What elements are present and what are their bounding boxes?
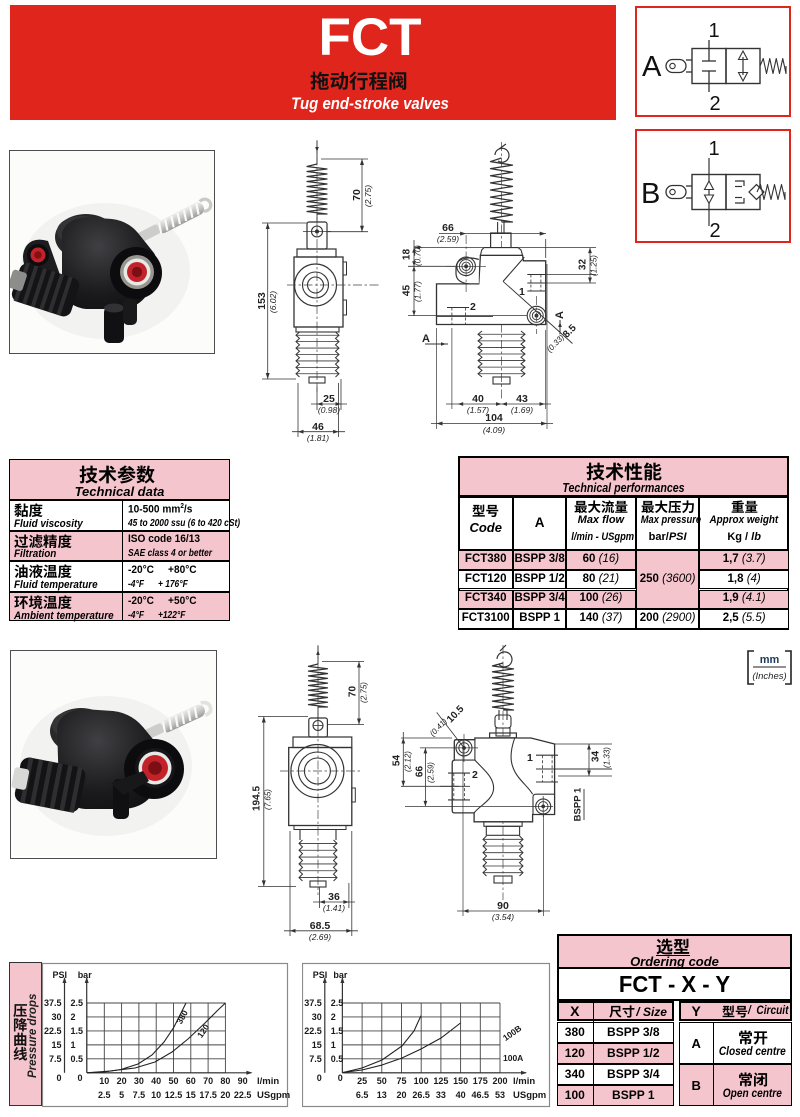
svg-text:B: B xyxy=(641,178,660,210)
svg-text:1: 1 xyxy=(708,20,719,42)
svg-text:1: 1 xyxy=(708,138,719,160)
svg-text:mm: mm xyxy=(760,654,780,666)
svg-text:A: A xyxy=(642,51,662,83)
svg-text:2: 2 xyxy=(709,93,720,115)
svg-text:2: 2 xyxy=(709,220,720,241)
svg-text:(Inches): (Inches) xyxy=(752,671,786,682)
